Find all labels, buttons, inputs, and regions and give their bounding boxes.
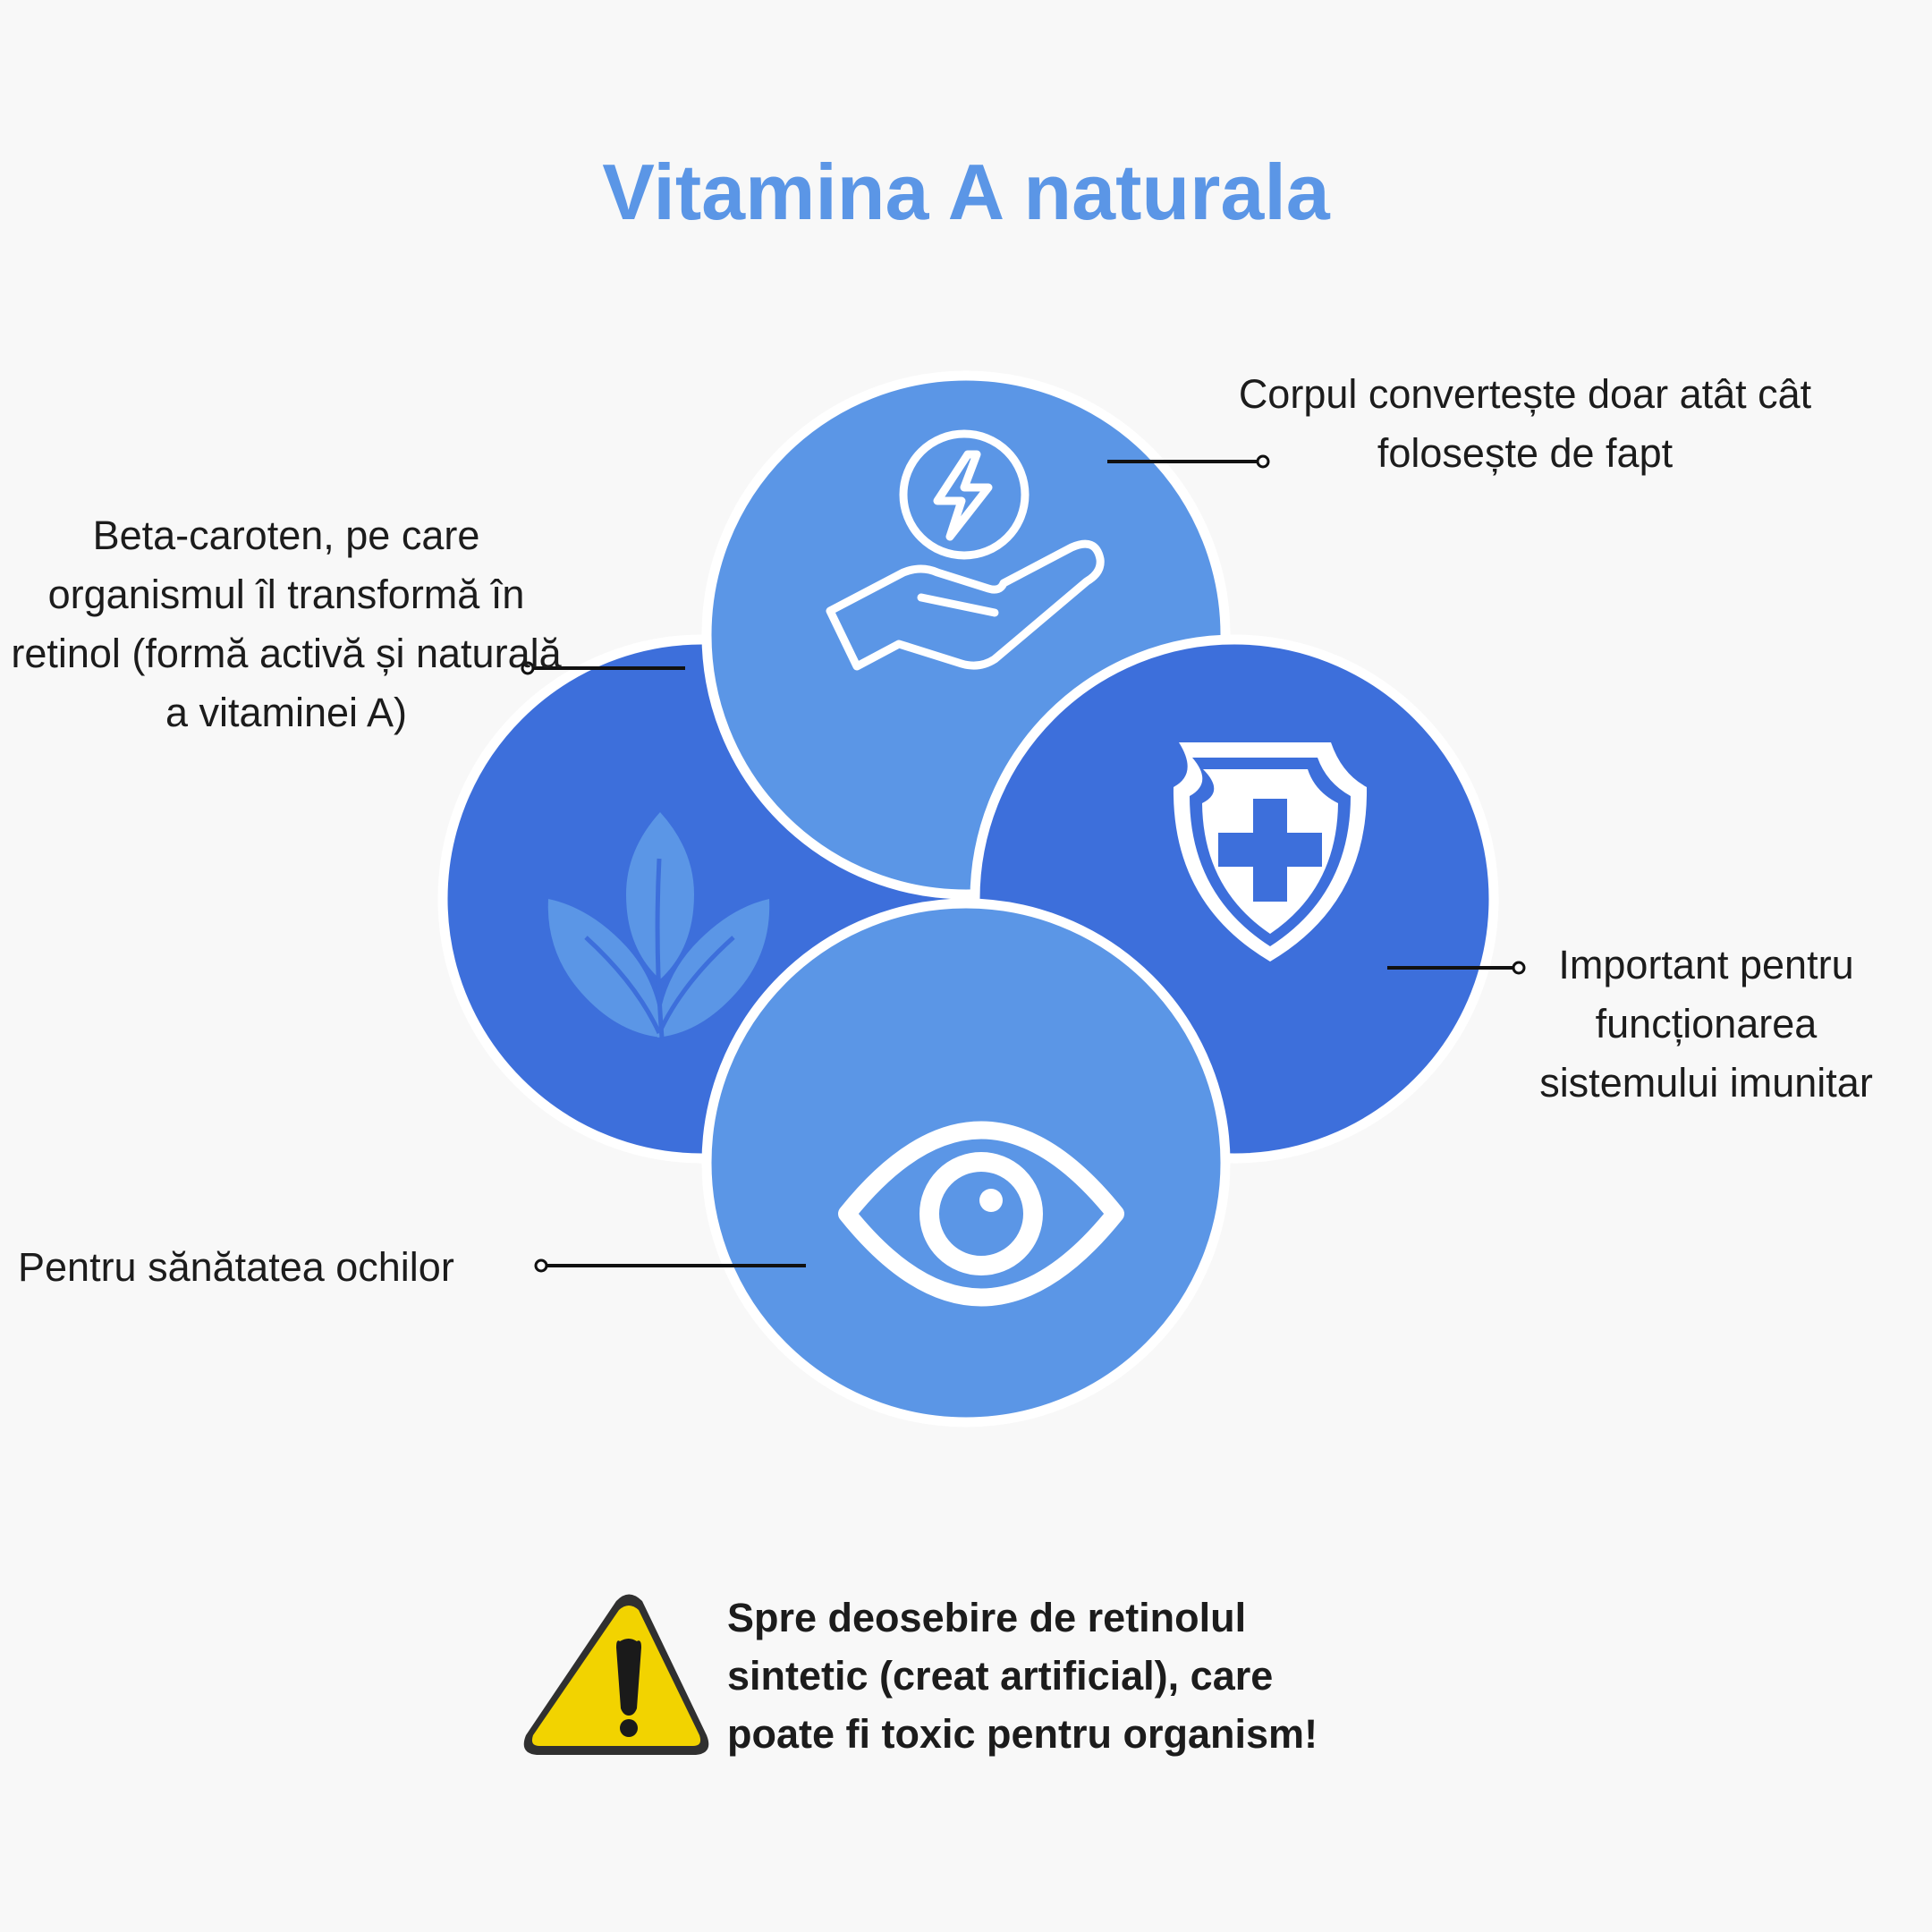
callout-shield: Important pentru funcționarea sistemului… <box>1539 942 1873 1106</box>
warning-text: Spre deosebire de retinolul sintetic (cr… <box>727 1595 1318 1757</box>
shield-plus-icon <box>1173 742 1368 962</box>
page-title: Vitamina A naturala <box>602 148 1330 236</box>
connector-bottom-left <box>534 1258 806 1273</box>
connector-top-right <box>1107 454 1270 469</box>
callout-plant: Beta-caroten, pe care organismul îl tran… <box>11 513 562 735</box>
hand-energy-icon <box>826 429 1105 671</box>
eye-icon <box>838 1121 1124 1307</box>
leaf-icon <box>547 812 770 1038</box>
callout-eye: Pentru sănătatea ochilor <box>18 1244 454 1290</box>
connector-left <box>521 661 685 675</box>
warning-triangle-icon <box>523 1594 709 1755</box>
callout-energy: Corpul convertește doar atât cât foloseș… <box>1238 371 1812 476</box>
connector-right <box>1387 961 1526 975</box>
